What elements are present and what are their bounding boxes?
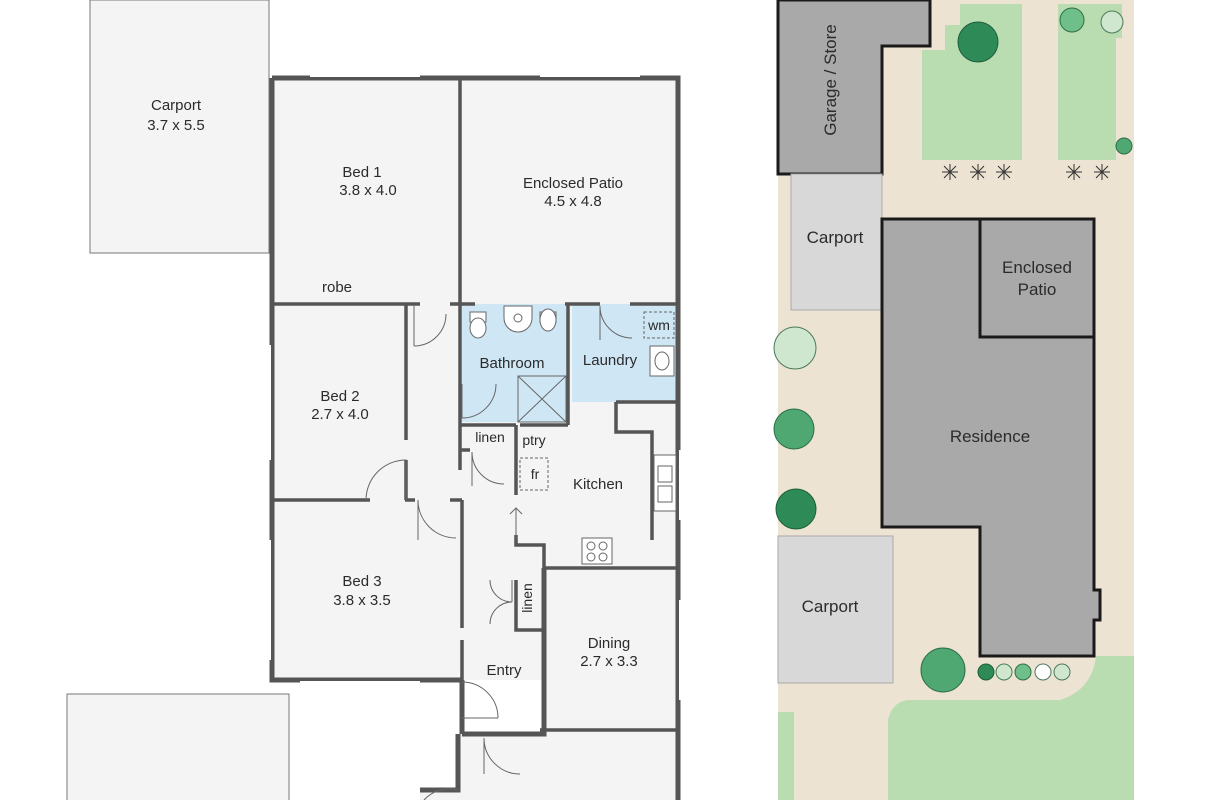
floor-plan: Carport 3.7 x 5.5 Bed 1 3.8 x 4.0 Enclos… (66, 0, 681, 800)
house-floor (272, 78, 678, 800)
laundry-trough-basin (654, 351, 670, 371)
bed-2-name: Bed 2 (320, 388, 359, 405)
kitchen-sink (653, 454, 677, 512)
site-carport-top (790, 173, 883, 311)
bed-1-dims: 3.8 x 4.0 (339, 182, 397, 199)
site-carport-bottom-label: Carport (802, 597, 859, 616)
kitchen-label: Kitchen (573, 476, 623, 493)
linen-1-label: linen (475, 429, 505, 445)
cooktop (581, 537, 613, 565)
site-plan: Garage / Store Carport Enclosed Patio Re… (773, 0, 1134, 800)
bed-3-dims: 3.8 x 3.5 (333, 592, 391, 609)
lawn-bottom (888, 656, 1134, 800)
carport-1-dims: 3.7 x 5.5 (147, 117, 205, 134)
laundry-trough (649, 345, 675, 377)
windows (269, 75, 681, 700)
dining-dims: 2.7 x 3.3 (580, 653, 638, 670)
garage-store-label: Garage / Store (821, 24, 840, 136)
external-wall (269, 75, 681, 800)
robe-label: robe (322, 279, 352, 296)
pantry-label: ptry (522, 432, 545, 448)
bed-2-dims: 2.7 x 4.0 (311, 406, 369, 423)
fridge-label: fr (531, 466, 540, 482)
site-carport-bottom (777, 535, 894, 684)
site-enclosed-patio (978, 217, 1096, 339)
residence-label: Residence (950, 427, 1030, 446)
enclosed-patio-name: Enclosed Patio (523, 175, 623, 192)
bed-1-name: Bed 1 (342, 164, 381, 181)
site-enclosed-patio-label-1: Enclosed (1002, 258, 1072, 277)
lawn-top-right (1058, 4, 1122, 160)
site-carport-top-label: Carport (807, 228, 864, 247)
entry-arrow (509, 507, 523, 540)
site-enclosed-patio-label-2: Patio (1018, 280, 1057, 299)
entry-label: Entry (486, 662, 522, 679)
dining-name: Dining (588, 635, 631, 652)
enclosed-patio-dims: 4.5 x 4.8 (544, 193, 602, 210)
garage-store (776, 0, 932, 176)
carport-1-name: Carport (151, 97, 202, 114)
washing-machine-outline (643, 311, 675, 339)
bed-3-name: Bed 3 (342, 573, 381, 590)
door-swings (365, 305, 633, 800)
linen-2-label: linen (519, 583, 535, 613)
lawn-bottom-left (778, 712, 794, 800)
internal-walls (272, 78, 678, 732)
bathroom-fixtures (469, 305, 567, 423)
carport-2-area (66, 693, 290, 800)
laundry-label: Laundry (583, 352, 638, 369)
carport-1-area (89, 0, 270, 254)
tree-icons (773, 7, 1133, 693)
shrub-icons (942, 164, 1110, 180)
wm-label: wm (647, 317, 670, 333)
bathroom-label: Bathroom (479, 355, 544, 372)
